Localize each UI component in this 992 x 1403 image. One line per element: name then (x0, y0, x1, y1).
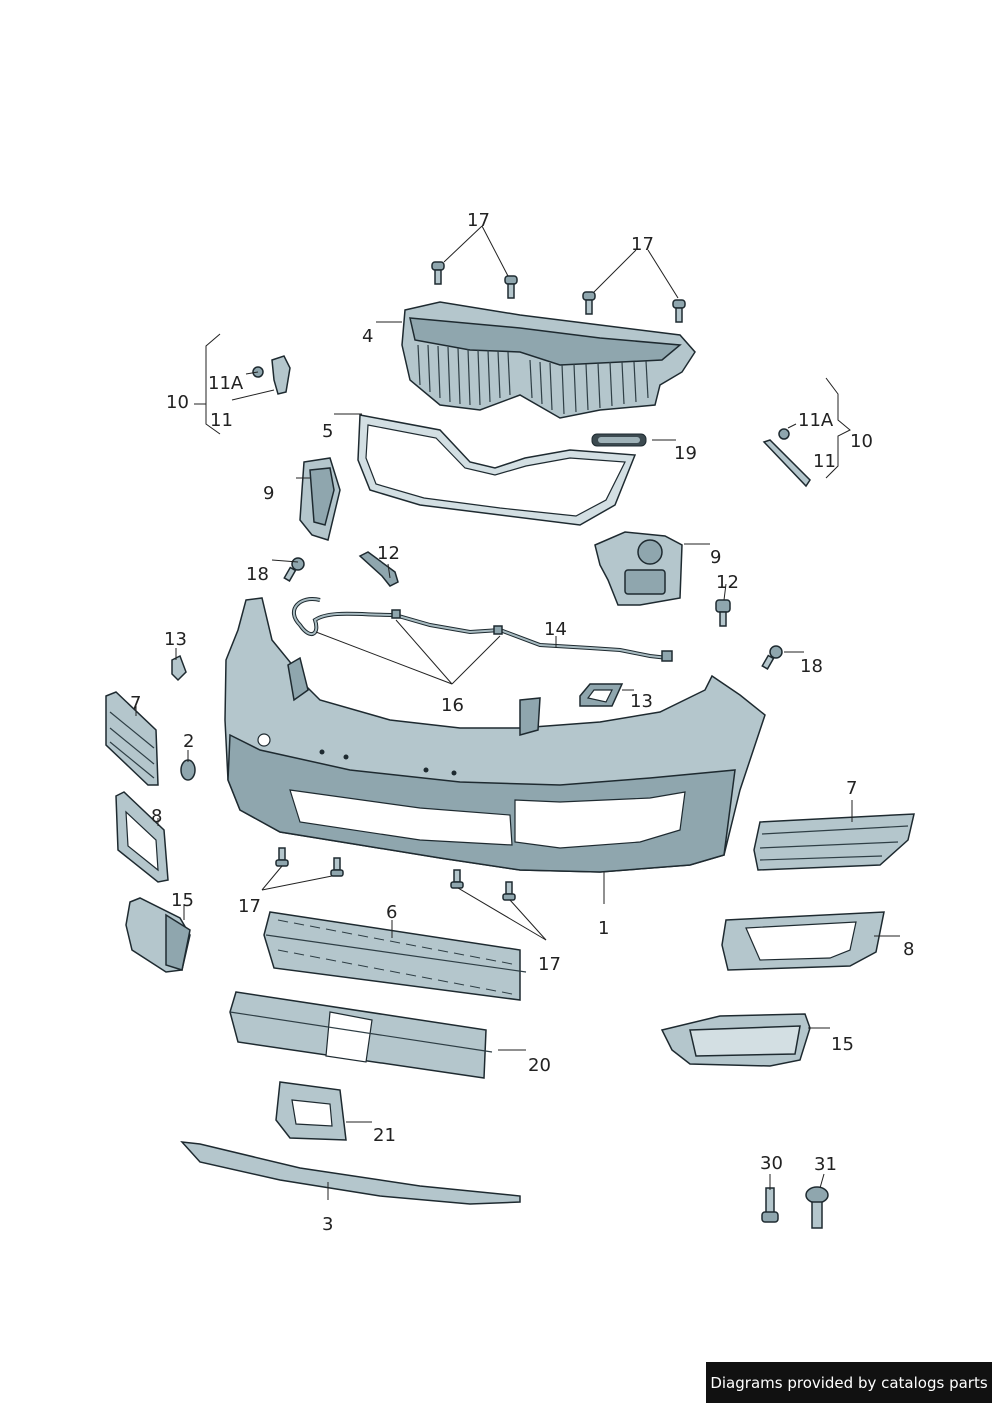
part-2-cap (180, 759, 196, 781)
part-13-cover-left (171, 654, 187, 682)
callout-labels: 17 17 4 10 11A 11 5 19 11A 10 11 9 9 12 … (130, 210, 914, 1235)
callout-11A: 11A (208, 373, 244, 394)
callout-17: 17 (631, 234, 654, 255)
part-8-foglight-frame-left (115, 791, 169, 883)
part-8-foglight-frame-right (721, 911, 885, 971)
callout-9: 9 (263, 483, 274, 504)
part-1-bumper-cover (224, 597, 766, 873)
part-12-parking-sensor-right (715, 599, 731, 627)
part-12-parking-sensor-left (358, 551, 399, 587)
callout-17: 17 (238, 896, 261, 917)
part-20-lower-grille-center (229, 991, 493, 1079)
callout-6: 6 (386, 902, 397, 923)
callout-15: 15 (831, 1034, 854, 1055)
callout-11: 11 (210, 410, 233, 431)
part-9-bracket-right (594, 531, 683, 606)
part-5-grille-frame (357, 414, 637, 526)
part-14-wiring-harness (291, 597, 673, 662)
callout-18: 18 (246, 564, 269, 585)
callout-12: 12 (377, 543, 400, 564)
attribution-banner: Diagrams provided by catalogs parts (706, 1362, 992, 1403)
part-7-trim-grille-right (753, 813, 915, 871)
callout-8: 8 (903, 939, 914, 960)
callout-3: 3 (322, 1214, 333, 1235)
callout-2: 2 (183, 731, 194, 752)
part-21-license-plate-bracket (275, 1081, 347, 1141)
part-31-screw (805, 1186, 829, 1229)
part-13-cover-right (579, 683, 624, 707)
part-3-spoiler-lip (180, 1141, 521, 1205)
part-30-screw (761, 1187, 779, 1223)
part-11-bracket-left (252, 355, 291, 395)
part-15-foglight-right (660, 1013, 811, 1067)
callout-7: 7 (130, 693, 141, 714)
callout-7: 7 (846, 778, 857, 799)
leader-lines (135, 225, 900, 1200)
callout-31: 31 (814, 1154, 837, 1175)
part-4-radiator-grille (401, 301, 696, 419)
callout-1: 1 (598, 918, 609, 939)
part-11-bracket-right (762, 428, 811, 488)
callout-12: 12 (716, 572, 739, 593)
callout-17: 17 (538, 954, 561, 975)
part-15-foglight-left (125, 897, 191, 973)
callout-19: 19 (674, 443, 697, 464)
part-19-emblem-badge (591, 433, 647, 447)
callout-14: 14 (544, 619, 567, 640)
callout-21: 21 (373, 1125, 396, 1146)
part-18-screw-left (283, 557, 305, 582)
callout-13: 13 (164, 629, 187, 650)
part-6-lower-grille (263, 911, 527, 1001)
callout-30: 30 (760, 1153, 783, 1174)
callout-17: 17 (467, 210, 490, 231)
part-18-screw-right (761, 645, 783, 670)
callout-20: 20 (528, 1055, 551, 1076)
part-9-bracket-left (299, 457, 341, 541)
callout-18: 18 (800, 656, 823, 677)
callout-13: 13 (630, 691, 653, 712)
part-17-screw-set-mid (275, 847, 516, 901)
callout-10: 10 (850, 431, 873, 452)
callout-11: 11 (813, 451, 836, 472)
part-7-trim-grille-left (105, 691, 159, 786)
callout-4: 4 (362, 326, 373, 347)
part-17-screw-set-top (431, 261, 686, 323)
callout-8: 8 (151, 806, 162, 827)
callout-9: 9 (710, 547, 721, 568)
callout-11A: 11A (798, 410, 834, 431)
callout-16: 16 (441, 695, 464, 716)
callout-5: 5 (322, 421, 333, 442)
callout-15: 15 (171, 890, 194, 911)
callout-10: 10 (166, 392, 189, 413)
attribution-text: Diagrams provided by catalogs parts (710, 1373, 988, 1392)
